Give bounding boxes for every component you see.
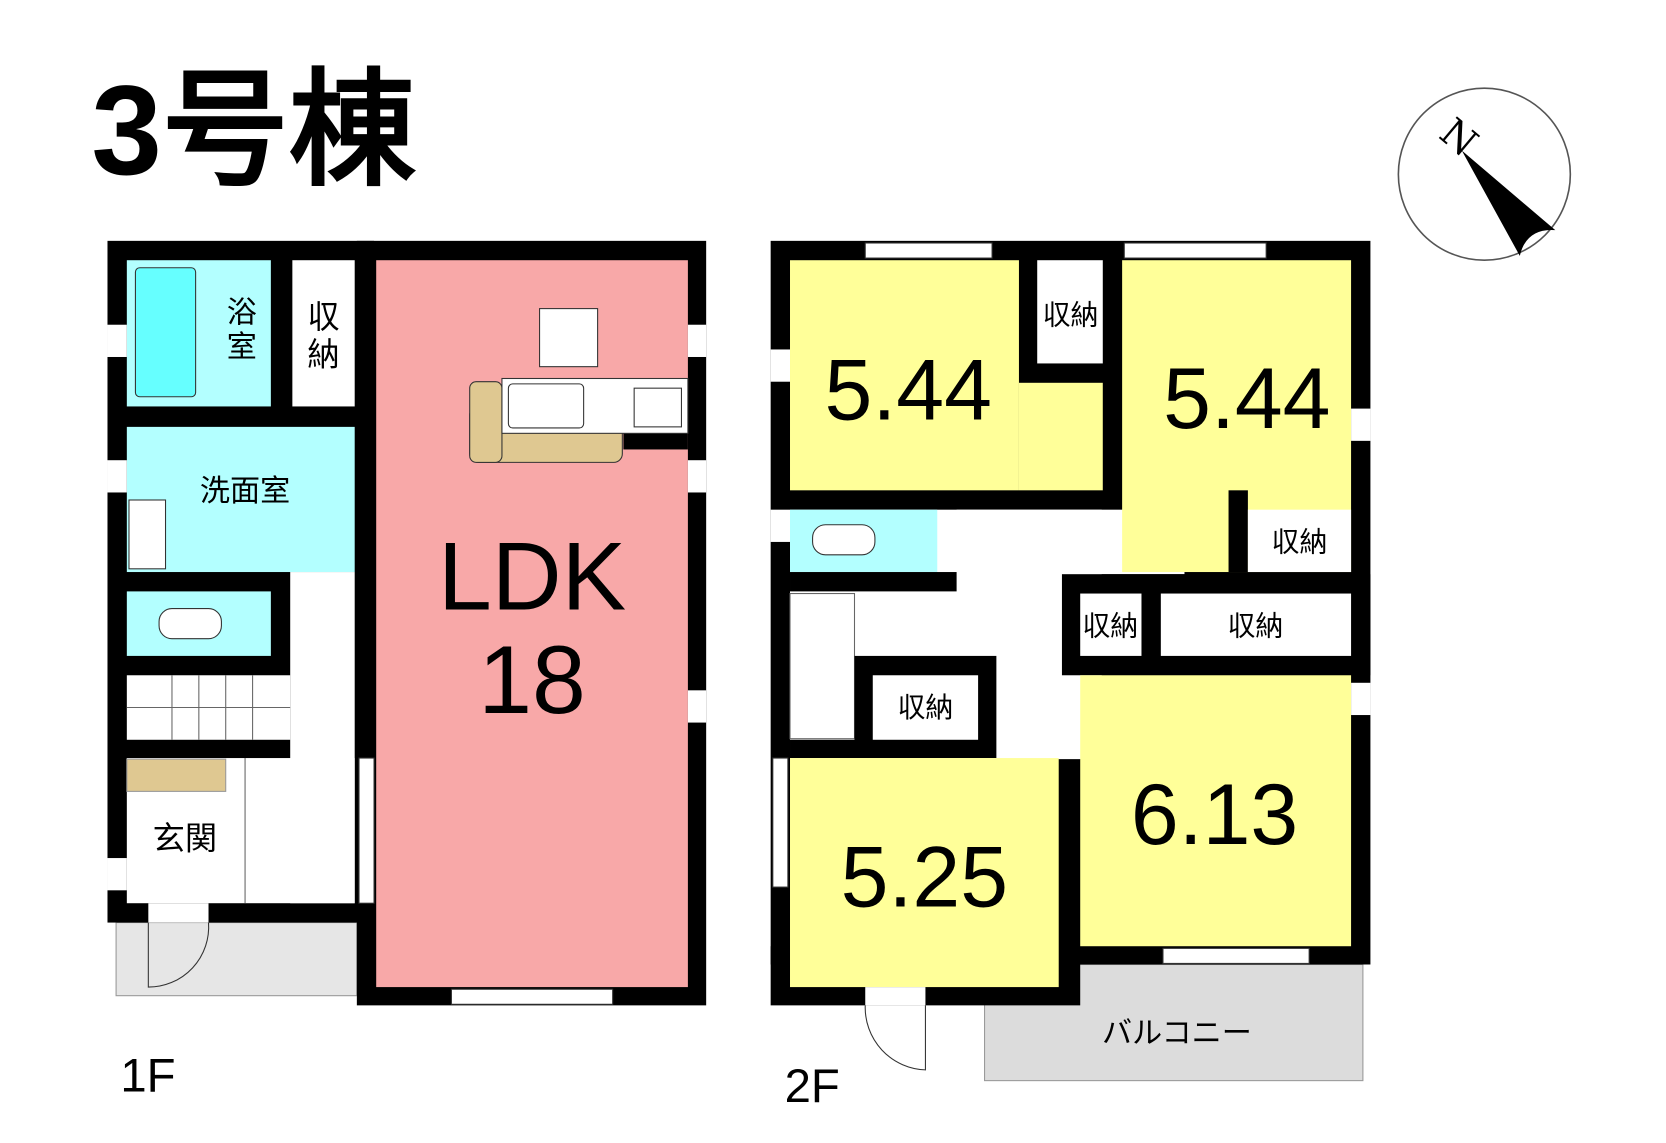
storage [1037,260,1103,364]
storage-1f [292,260,355,407]
bath-label: 室 [227,330,257,365]
bathtub [134,267,197,398]
door-swing [864,1005,926,1071]
room-nw [1018,382,1103,491]
kitchen-counter [469,381,503,463]
window [1351,682,1371,716]
room-nw [790,260,1019,491]
ldk-label: LDK [438,522,626,631]
window [770,509,791,542]
floor-2: バルコニー 収納 5.44 収納 5.44 収納 収納 収納 [770,240,1371,1113]
toilet-icon [812,524,876,556]
storage-label: 収納 [1082,609,1138,642]
window [107,324,127,357]
ldk-size-label: 18 [478,625,586,734]
wall [790,739,855,759]
window [107,460,127,493]
porch [115,922,358,997]
storage [1160,593,1352,656]
storage [1080,593,1142,656]
window [107,858,127,891]
window [687,690,707,723]
compass-arrow-icon [1461,150,1556,256]
window [864,242,993,259]
room-sw [790,758,1059,988]
stairs-steps [126,675,291,740]
entrance-label: 玄関 [153,819,217,857]
wall [1228,490,1248,573]
storage [872,675,979,740]
window [687,324,707,357]
room-se [1080,675,1352,947]
window [770,349,791,382]
balcony-door[interactable] [865,987,926,1006]
front-door[interactable] [148,903,209,923]
wall [623,433,688,450]
storage-label: 収納 [898,691,954,724]
storage [1247,509,1352,573]
bath-label: 浴 [227,296,257,331]
window [772,757,789,888]
window [358,757,375,904]
washbasin [128,499,167,570]
building-title: 3号棟 [91,59,416,201]
window [1123,242,1267,259]
stairs [789,593,856,740]
stove-icon [633,387,682,428]
room-ne-size: 5.44 [1163,351,1330,447]
toilet-icon [158,608,222,640]
window [687,460,707,493]
wall [790,572,957,592]
room-nw-size: 5.44 [825,342,992,438]
storage-label: 収納 [1043,299,1099,332]
balcony-label: バルコニー [1102,1016,1252,1051]
floor-1-label: 1F [120,1049,175,1102]
room-se-size: 6.13 [1131,767,1298,863]
window [1351,408,1371,441]
north-compass: N [1397,87,1572,262]
door-swing [147,922,210,988]
room-sw-size: 5.25 [841,829,1008,925]
floor-1: 浴 室 収 納 洗面室 玄関 LDK 18 [107,240,707,1102]
storage-label: 収納 [1272,526,1328,559]
floor-2-label: 2F [785,1060,840,1113]
storage-label: 収納 [1227,609,1283,642]
window [1162,947,1310,964]
washroom-label: 洗面室 [200,474,290,509]
refrigerator [539,308,599,368]
sink-icon [507,383,585,429]
storage-label: 収 [307,298,339,336]
window [450,988,614,1005]
shoe-cabinet [126,758,227,792]
storage-label: 納 [307,336,339,374]
